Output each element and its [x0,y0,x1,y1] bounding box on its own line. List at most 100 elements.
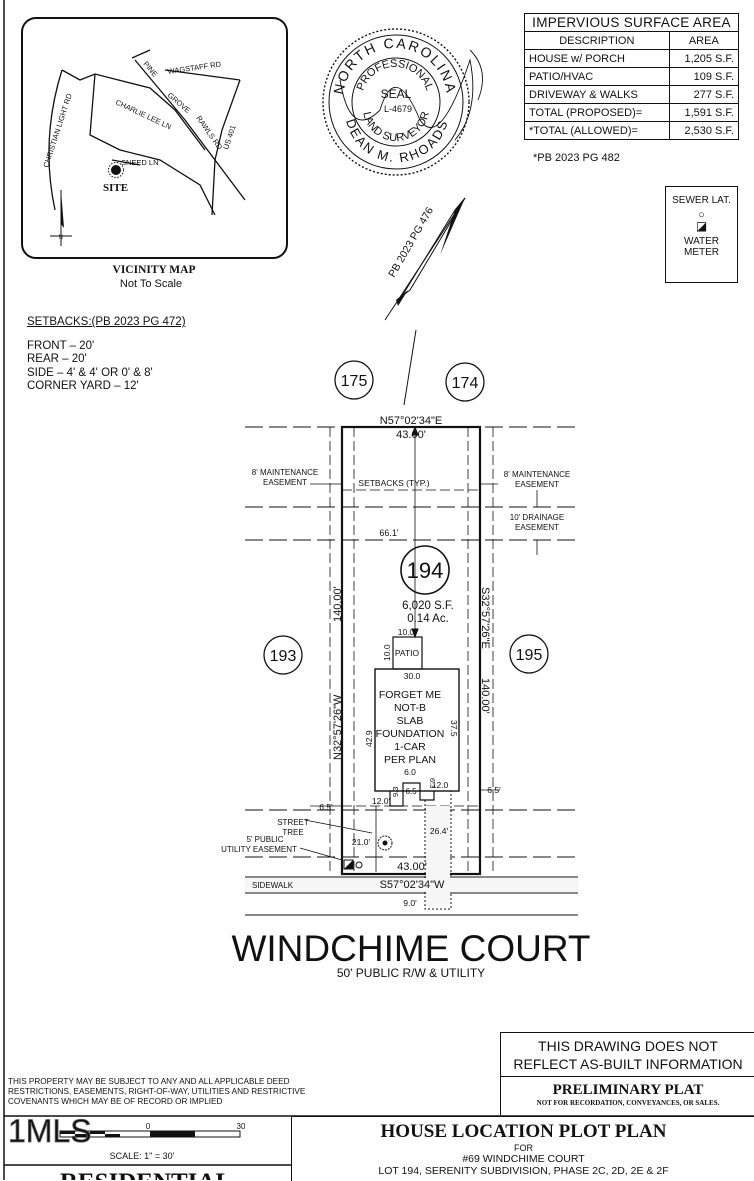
north-arrow-small-icon: N [50,190,72,246]
house-width: 30.0 [404,671,421,681]
small-dim-a: 9.3 [391,787,400,797]
house-right-dim: 37.5 [449,720,459,737]
setback-item: SIDE – 4' & 4' OR 0' & 8' [27,366,153,379]
lot-numbers: 175 174 193 195 194 [263,360,549,675]
plot-plan [245,425,578,916]
row-area: 1,591 S.F. [668,103,740,122]
row-desc: PATIO/HVAC [524,67,670,86]
svg-text:LAND SURVEYOR: LAND SURVEYOR [360,110,432,144]
scale-bar: 0 30 SCALE: 1" = 30' 1MLS [8,1113,246,1161]
water-label: WATER METER [684,236,719,258]
maint-easement-left-1: 8' MAINTENANCE [252,468,318,477]
house-line-3: SLAB [397,715,424,727]
north-letter: N [59,235,63,241]
road-christian-light: CHRISTIAN LIGHT RD [41,92,74,169]
seal-land-surveyor: LAND SURVEYOR [360,110,432,144]
title-main: HOUSE LOCATION PLOT PLAN [380,1121,667,1142]
title-for: FOR [514,1143,533,1153]
side-right-dim: 6.5' [487,785,501,795]
street-tree-icon [377,835,393,851]
row-area: 109 S.F. [668,67,740,86]
impervious-note: *PB 2023 PG 482 [533,152,620,164]
drive-width-dim: 9.0' [403,898,417,908]
road-rawls: RAWLS RD [194,114,224,152]
row-desc: DRIVEWAY & WALKS [524,85,670,104]
sewer-icon: ○ [698,209,705,221]
lot-area-ac: 0.14 Ac. [407,613,449,625]
seal-number: L-4679 [384,104,412,114]
road-grove: GROVE [166,91,193,115]
house-line-1: FORGET ME [379,689,441,701]
sidewalk-label: SIDEWALK [252,881,294,890]
patio-label: PATIO [395,648,420,658]
watermark-logo: 1MLS [8,1113,92,1149]
street-sub: 50' PUBLIC R/W & UTILITY [337,966,485,980]
road-sneed: SNEED LN [121,158,159,167]
lot-175: 175 [341,373,368,390]
maint-easement-left-2: EASEMENT [263,478,307,487]
garage-width: 12.0 [432,780,449,790]
bottom-distance: 43.00' [397,861,427,873]
vicinity-map-title: VICINITY MAP [113,264,196,276]
as-built-line-2: REFLECT AS-BUILT INFORMATION [513,1056,743,1072]
setbacks-block: SETBACKS:(PB 2023 PG 472) FRONT – 20' RE… [27,316,186,394]
company-name: RESIDENTIAL [60,1169,232,1180]
right-bearing: S32°57'26"E [479,587,491,649]
house-line-6: PER PLAN [384,754,436,766]
table-row: *TOTAL (ALLOWED)=2,530 S.F. [524,121,740,140]
title-lot: LOT 194, SERENITY SUBDIVISION, PHASE 2C,… [378,1165,669,1177]
drive-left-dim: 12.0' [372,796,391,806]
row-area: 1,205 S.F. [668,49,740,68]
house-line-4: FOUNDATION [376,728,445,740]
col-description: DESCRIPTION [524,31,670,50]
setback-item: REAR – 20' [27,353,87,365]
house-line-2: NOT-B [394,702,426,714]
table-row: TOTAL (PROPOSED)=1,591 S.F. [524,103,740,122]
house-line-5: 1-CAR [394,741,426,753]
porch-width: 6.0 [404,767,416,777]
row-area: 277 S.F. [668,85,740,104]
side-left-dim: 6.5' [319,802,333,812]
prelim-sub: NOT FOR RECORDATION, CONVEYANCES, OR SAL… [536,1099,720,1107]
small-dim-b: 6.3 [428,778,437,788]
site-marker-icon [108,162,124,178]
seal-word: SEAL [381,87,412,101]
house-label: FORGET ME NOT-B SLAB FOUNDATION 1-CAR PE… [376,689,445,766]
disclaimer: THIS PROPERTY MAY BE SUBJECT TO ANY AND … [8,1077,306,1106]
setbacks-heading: SETBACKS:(PB 2023 PG 472) [27,316,186,328]
water-meter-legend-icon: ◪ [695,219,708,233]
road-charlie-lee: CHARLIE LEE LN [114,98,173,132]
north-arrow-ref: PB 2023 PG 476 [386,205,436,279]
lot-193: 193 [270,648,297,665]
prelim-title: PRELIMINARY PLAT [552,1082,704,1098]
lot-174: 174 [452,375,479,392]
row-area: 2,530 S.F. [668,121,740,140]
street-tree-2: TREE [282,828,303,837]
road-pine: PINE [141,60,159,79]
surveyor-seal: NORTH CAROLINA PROFESSIONAL SEAL L-4679 … [322,28,483,176]
porch-inner: 6.5 [405,787,417,796]
scale-thirty: 30 [237,1122,246,1131]
top-bearing: N57°02'34"E [380,415,442,427]
north-arrow-icon: PB 2023 PG 476 [384,197,466,406]
drainage-easement-1: 10' DRAINAGE [510,513,564,522]
front-setback-dim: 21.0' [352,837,371,847]
patio-width: 10.0 [398,627,415,637]
setback-item: FRONT – 20' [27,339,95,352]
bottom-bearing: S57°02'34"W [380,879,445,891]
left-bearing: N32°57'26"W [332,694,344,760]
maint-easement-right-1: 8' MAINTENANCE [504,470,570,479]
house-left-dim: 42.9 [364,730,374,747]
col-area: AREA [668,31,740,50]
top-distance: 43.00' [396,429,426,441]
street-tree-1: STREET [277,818,309,827]
setback-item: CORNER YARD – 12' [27,380,139,392]
vicinity-map: CHRISTIAN LIGHT RD PINE WAGSTAFF RD GROV… [21,17,288,290]
title-address: #69 WINDCHIME COURT [462,1153,585,1165]
left-distance: 140.00' [332,586,344,622]
